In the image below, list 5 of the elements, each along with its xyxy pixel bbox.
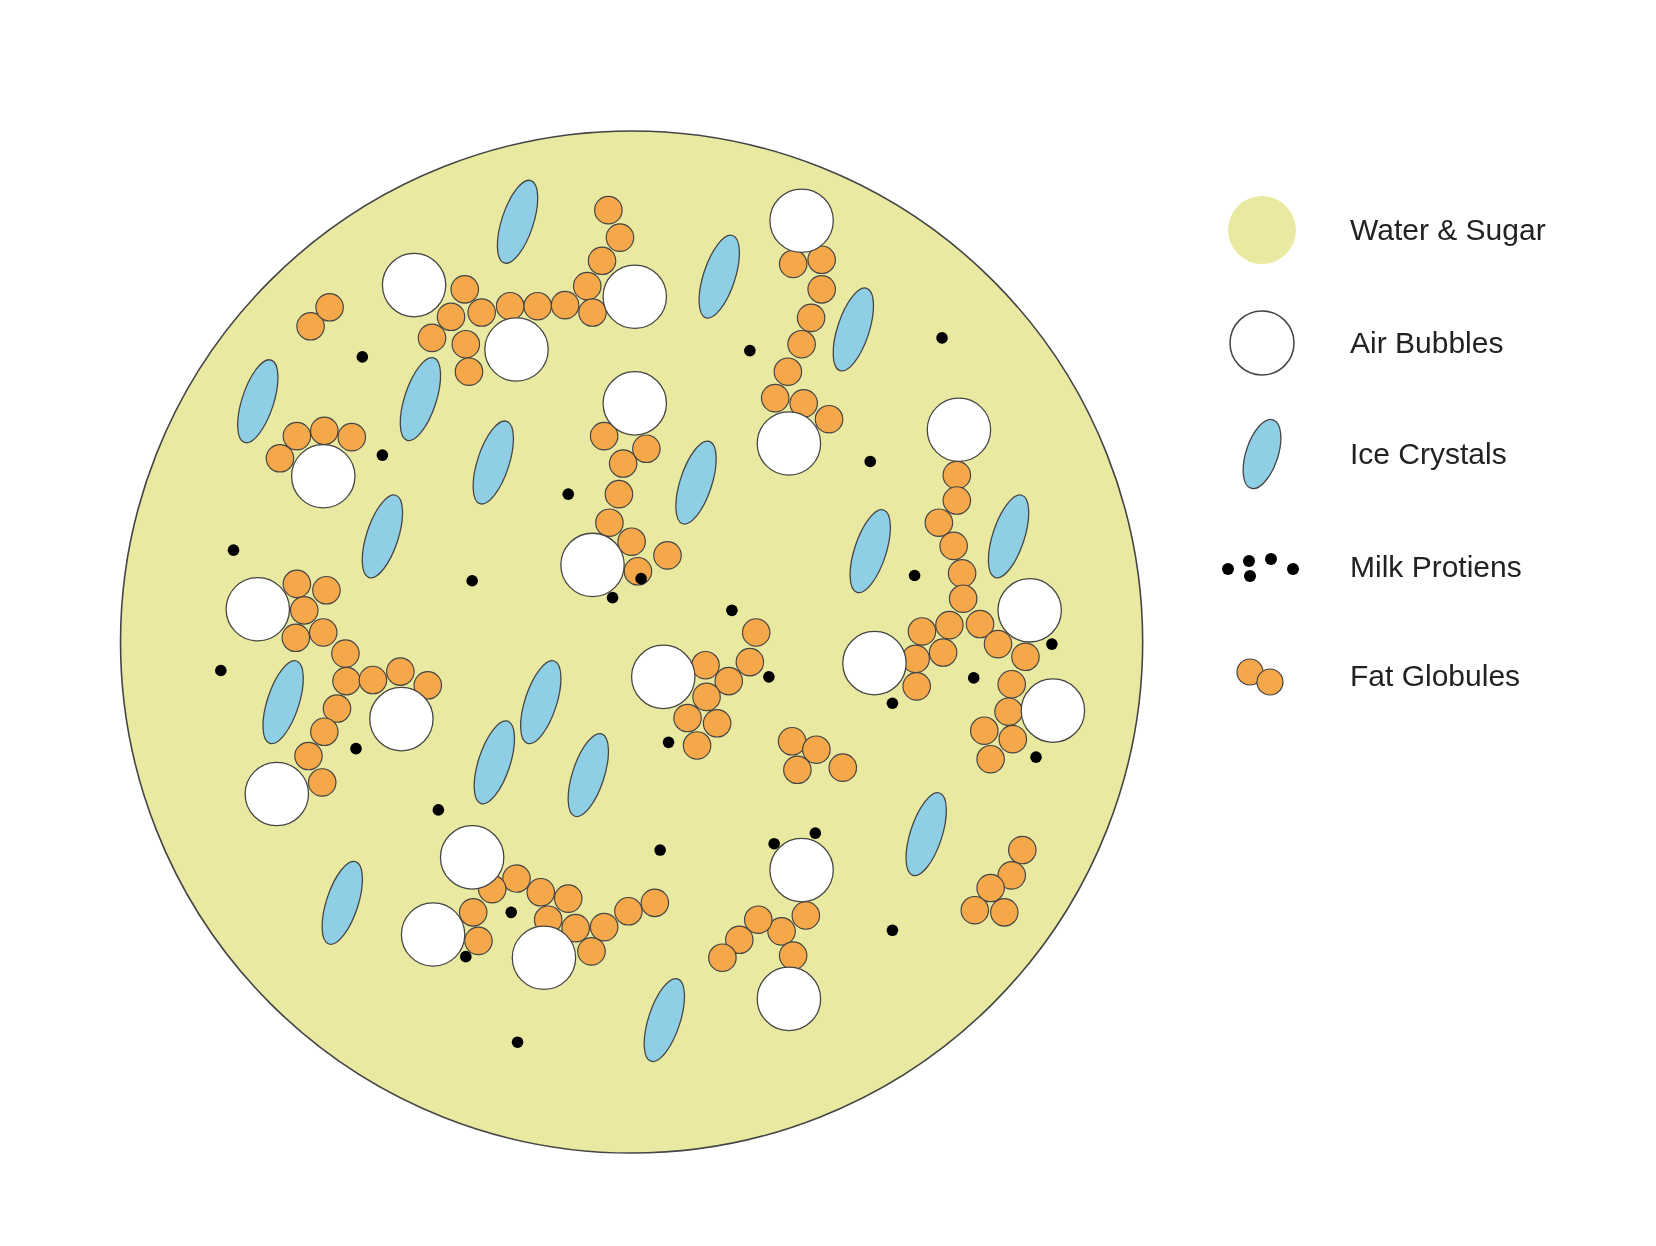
legend-label: Water & Sugar xyxy=(1350,213,1546,247)
legend-label: Fat Globules xyxy=(1350,659,1521,693)
legend-label: Ice Crystals xyxy=(1350,437,1507,471)
legend-label: Milk Protiens xyxy=(1350,550,1522,584)
legend-label: Air Bubbles xyxy=(1350,326,1504,360)
